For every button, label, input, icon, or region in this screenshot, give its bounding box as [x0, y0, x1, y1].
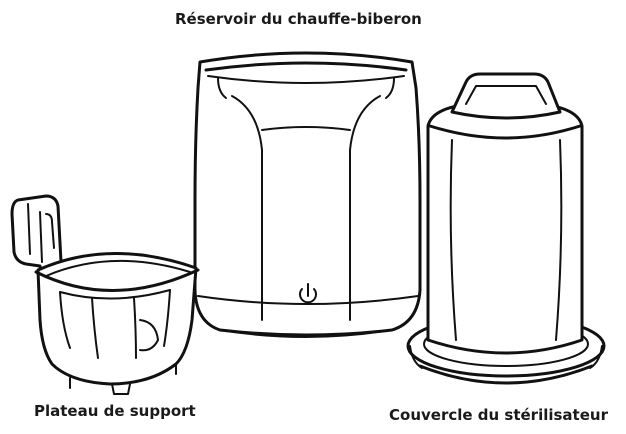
lid-label: Couvercle du stérilisateur	[389, 406, 608, 424]
tray-label: Plateau de support	[34, 402, 196, 420]
support-tray-drawing	[10, 194, 200, 395]
sterilizer-lid-drawing	[406, 72, 606, 385]
power-icon	[299, 283, 317, 304]
reservoir-label: Réservoir du chauffe-biberon	[175, 10, 422, 28]
warmer-reservoir-drawing	[193, 51, 422, 338]
